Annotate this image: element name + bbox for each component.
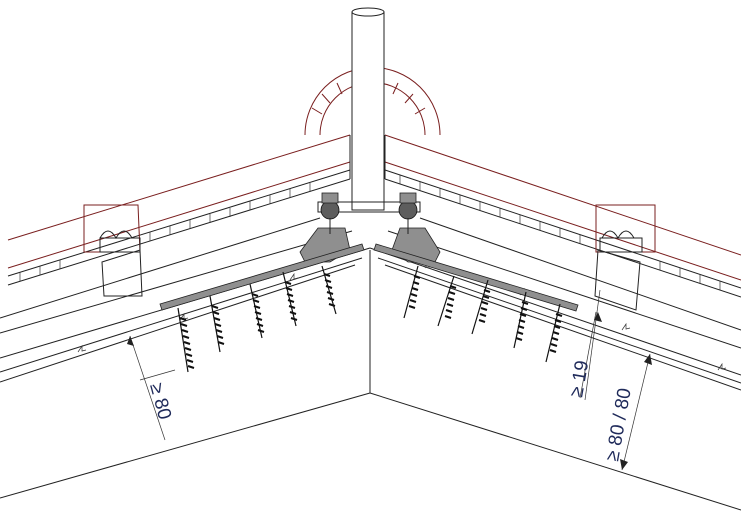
- antenna-mast: [351, 7, 385, 211]
- tile-lath-ticks-left: [19, 183, 311, 281]
- dimension-label-right-batten-height: ≥ 19: [566, 359, 593, 399]
- tile-hook-right: [594, 204, 656, 311]
- dimension-label-left-screw-depth: ≥ 80: [145, 381, 175, 422]
- dimension-right-rafter: ≥ 80 / 80: [602, 353, 652, 471]
- batten-seam-marks: [77, 260, 727, 371]
- fastening-screws-left: [177, 265, 337, 373]
- mounting-plates: [159, 243, 579, 312]
- fastening-screws-right: [403, 265, 563, 363]
- dimension-right-batten: ≥ 19: [566, 289, 602, 401]
- tile-lath-ticks-right: [399, 175, 721, 290]
- dimension-label-right-rafter-depth: ≥ 80 / 80: [602, 387, 635, 463]
- rafter-structure: [0, 217, 741, 511]
- dimension-left: ≥ 80: [127, 335, 176, 441]
- roof-tiles-right: [384, 134, 741, 298]
- roof-tiles-left: [7, 134, 351, 286]
- tile-hook-left: [83, 204, 143, 297]
